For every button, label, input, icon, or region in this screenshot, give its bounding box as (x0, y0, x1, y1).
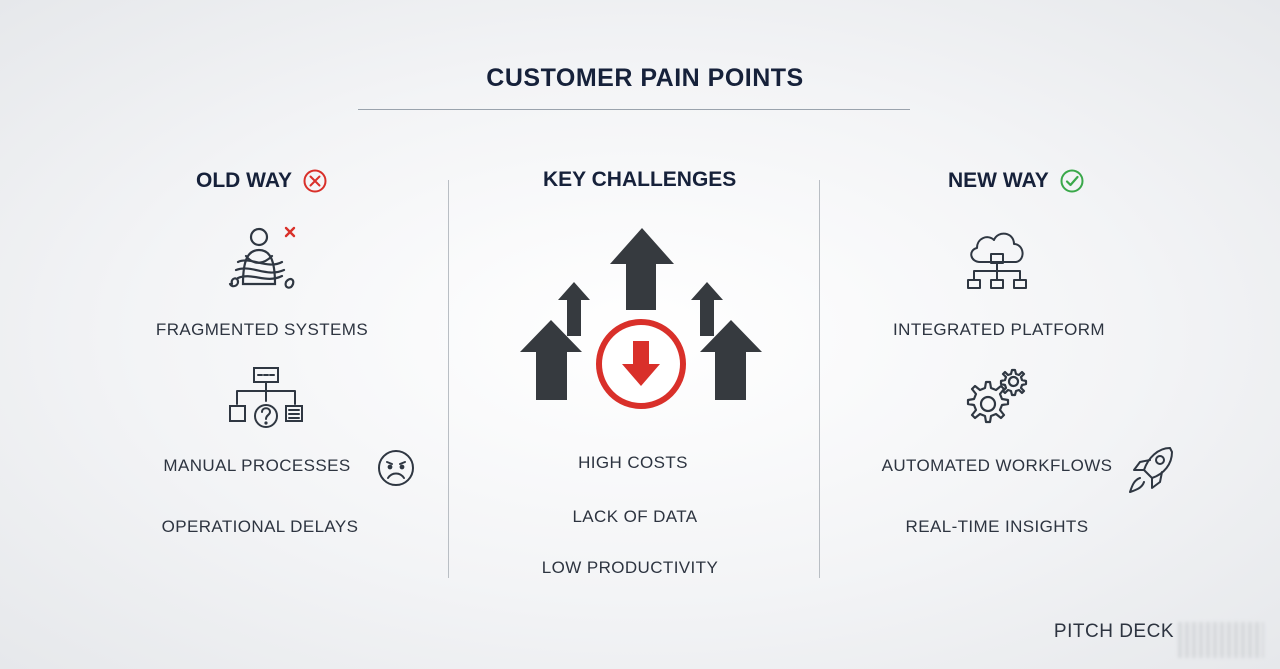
high-costs-label: HIGH COSTS (578, 453, 688, 472)
x-circle-icon (303, 169, 327, 193)
integrated-platform-label: INTEGRATED PLATFORM (893, 320, 1105, 339)
key-challenges-title: KEY CHALLENGES (543, 168, 737, 191)
sad-face-icon (378, 450, 414, 486)
new-way-heading: NEW WAY (948, 168, 1085, 194)
blurred-watermark (1178, 622, 1264, 658)
title-divider (358, 109, 910, 110)
automated-workflows-label: AUTOMATED WORKFLOWS (881, 456, 1113, 475)
column-divider-left (448, 180, 449, 578)
lack-of-data-label: LACK OF DATA (572, 507, 698, 526)
arrows-down-cost-icon (520, 228, 762, 409)
old-way-heading: OLD WAY (196, 168, 328, 194)
column-divider-right (819, 180, 820, 578)
fragmented-systems-label: FRAGMENTED SYSTEMS (155, 320, 369, 339)
page-title: CUSTOMER PAIN POINTS (486, 64, 804, 92)
real-time-insights-label: REAL-TIME INSIGHTS (905, 517, 1089, 536)
key-challenges-heading: KEY CHALLENGES (543, 168, 736, 192)
footer-brand: PITCH DECK (1053, 621, 1174, 642)
check-circle-icon (1060, 169, 1084, 193)
manual-processes-label: MANUAL PROCESSES (163, 456, 351, 475)
cloud-network-icon (967, 232, 1027, 289)
confused-workflow-icon (229, 367, 303, 428)
old-way-title: OLD WAY (196, 169, 293, 192)
new-way-title: NEW WAY (948, 169, 1049, 192)
operational-delays-label: OPERATIONAL DELAYS (161, 517, 359, 536)
gears-icon (966, 368, 1028, 424)
low-productivity-label: LOW PRODUCTIVITY (541, 558, 719, 577)
tangled-person-icon (228, 226, 296, 289)
rocket-icon (1129, 447, 1173, 493)
